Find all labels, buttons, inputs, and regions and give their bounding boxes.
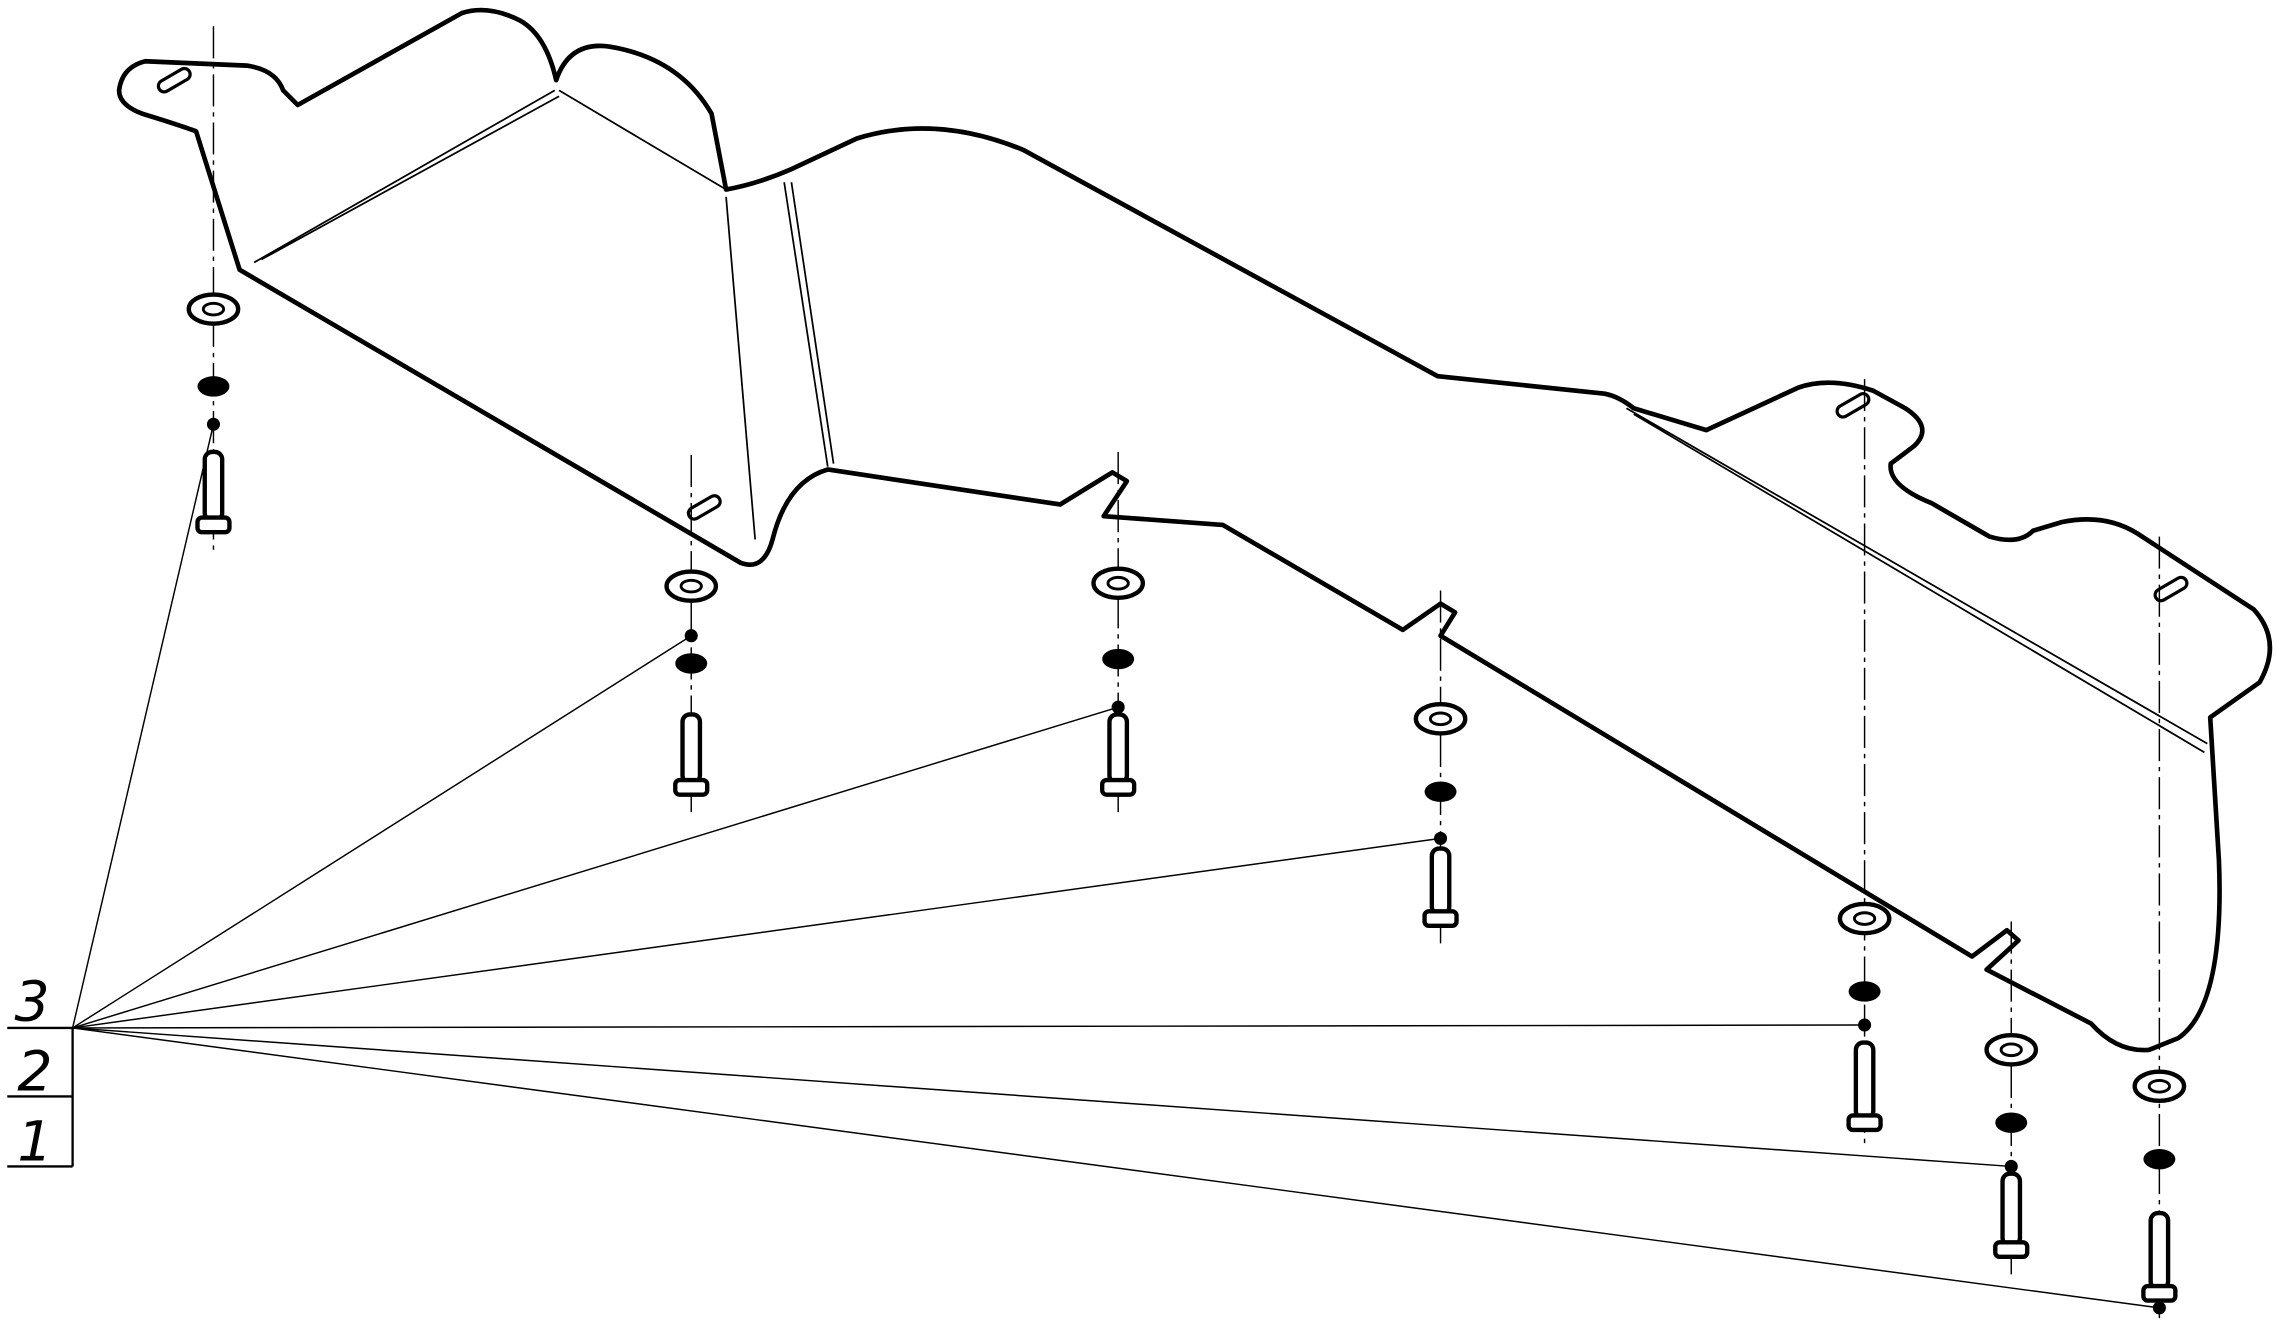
pin-dot — [2152, 1301, 2166, 1315]
bolt-shank — [1429, 846, 1452, 917]
bolt-shank — [2148, 1210, 2171, 1292]
mounting-slot — [686, 494, 722, 521]
fold-line — [253, 89, 2208, 754]
lock-washer — [1424, 781, 1457, 802]
lock-washer — [1848, 981, 1881, 1002]
pin-dot — [206, 417, 221, 431]
bolt-head — [673, 777, 710, 797]
leader-line — [71, 424, 215, 1029]
fastener-set — [186, 292, 241, 535]
plate-outline — [116, 7, 2273, 1053]
pin-dot — [1111, 700, 1125, 714]
bolt-shank — [1853, 1040, 1876, 1121]
skid-plate — [116, 7, 2273, 1053]
bolt-head — [1100, 777, 1137, 797]
fastener-sets — [186, 292, 2187, 1315]
bolt-head — [195, 515, 232, 535]
mounting-slot — [156, 66, 192, 94]
fastener-set — [1837, 901, 1892, 1133]
pin-dot — [684, 629, 698, 643]
part-label-1: 1 — [17, 1111, 52, 1175]
mounting-slots — [156, 66, 2189, 603]
leader-lines — [71, 424, 2160, 1309]
fastener-set — [1091, 566, 1146, 797]
lock-washer — [675, 653, 708, 674]
bolt-shank — [202, 449, 225, 523]
lock-washer — [197, 376, 230, 397]
bolt-shank — [680, 712, 703, 786]
fastener-set — [664, 569, 719, 797]
pin-dot — [1858, 1018, 1872, 1032]
washer-hole — [2147, 1078, 2171, 1094]
part-label-3: 3 — [15, 971, 50, 1035]
fastener-set — [1413, 702, 1468, 929]
bolt-head — [1993, 1240, 2030, 1260]
fastener-set — [2132, 1069, 2187, 1315]
lock-washer — [2143, 1148, 2176, 1170]
washer-hole — [201, 301, 226, 317]
bolt-shank — [2000, 1171, 2023, 1248]
pin-dot — [2004, 1159, 2018, 1174]
washer-hole — [1852, 911, 1877, 926]
mounting-slot — [1835, 392, 1871, 419]
lock-washer — [1102, 648, 1135, 670]
bolt-head — [1422, 909, 1459, 929]
leader-line — [72, 1027, 2012, 1168]
bolt-head — [1846, 1113, 1883, 1133]
lock-washer — [1995, 1112, 2028, 1133]
pin-dot — [1434, 831, 1448, 845]
washer-hole — [1428, 711, 1453, 727]
bolt-shank — [1107, 712, 1130, 786]
leader-line — [72, 1027, 2160, 1309]
washer-hole — [1999, 1042, 2023, 1058]
washer-hole — [1106, 575, 1130, 591]
leader-line — [72, 706, 1119, 1029]
bolt-head — [2141, 1283, 2178, 1303]
washer-hole — [679, 578, 703, 594]
part-label-table — [7, 1026, 74, 1168]
leader-line — [72, 1024, 1865, 1029]
fastener-set — [1984, 1033, 2039, 1260]
leader-line — [72, 635, 692, 1029]
part-label-2: 2 — [17, 1041, 52, 1105]
mounting-slot — [2153, 575, 2189, 603]
leader-line — [72, 837, 1441, 1029]
